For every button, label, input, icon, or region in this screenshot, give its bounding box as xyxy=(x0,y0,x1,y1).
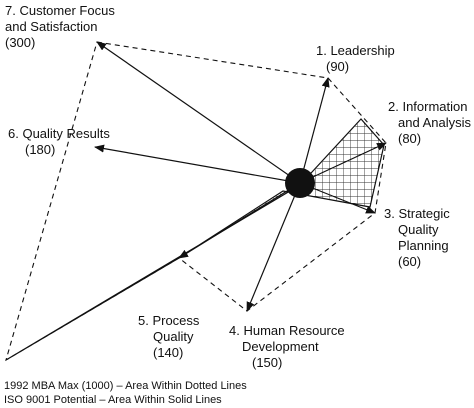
mba-max-area xyxy=(5,41,387,362)
spoke-process-quality xyxy=(178,182,301,259)
caption-mba: 1992 MBA Max (1000) – Area Within Dotted… xyxy=(4,380,247,392)
spoke-customer-focus xyxy=(96,41,301,184)
label-customer-focus: 7. Customer Focus and Satisfaction (300) xyxy=(5,3,118,50)
label-leadership: 1. Leadership (90) xyxy=(316,43,398,74)
spoke-leadership xyxy=(299,77,330,184)
spoke-information-analysis xyxy=(299,142,387,184)
label-information-analysis: 2. Information and Analysis (80) xyxy=(388,99,474,146)
caption-iso: ISO 9001 Potential – Area Within Solid L… xyxy=(4,394,222,406)
label-quality-results: 6. Quality Results (180) xyxy=(8,126,114,157)
label-human-resource: 4. Human Resource Development (150) xyxy=(229,323,348,370)
label-strategic-planning: 3. Strategic Quality Planning (60) xyxy=(384,206,453,269)
iso-9001-area xyxy=(5,118,385,361)
center-hub xyxy=(285,168,315,198)
spoke-human-resource xyxy=(246,182,301,312)
label-process-quality: 5. Process Quality (140) xyxy=(138,313,203,360)
spoke-quality-results xyxy=(94,144,301,184)
